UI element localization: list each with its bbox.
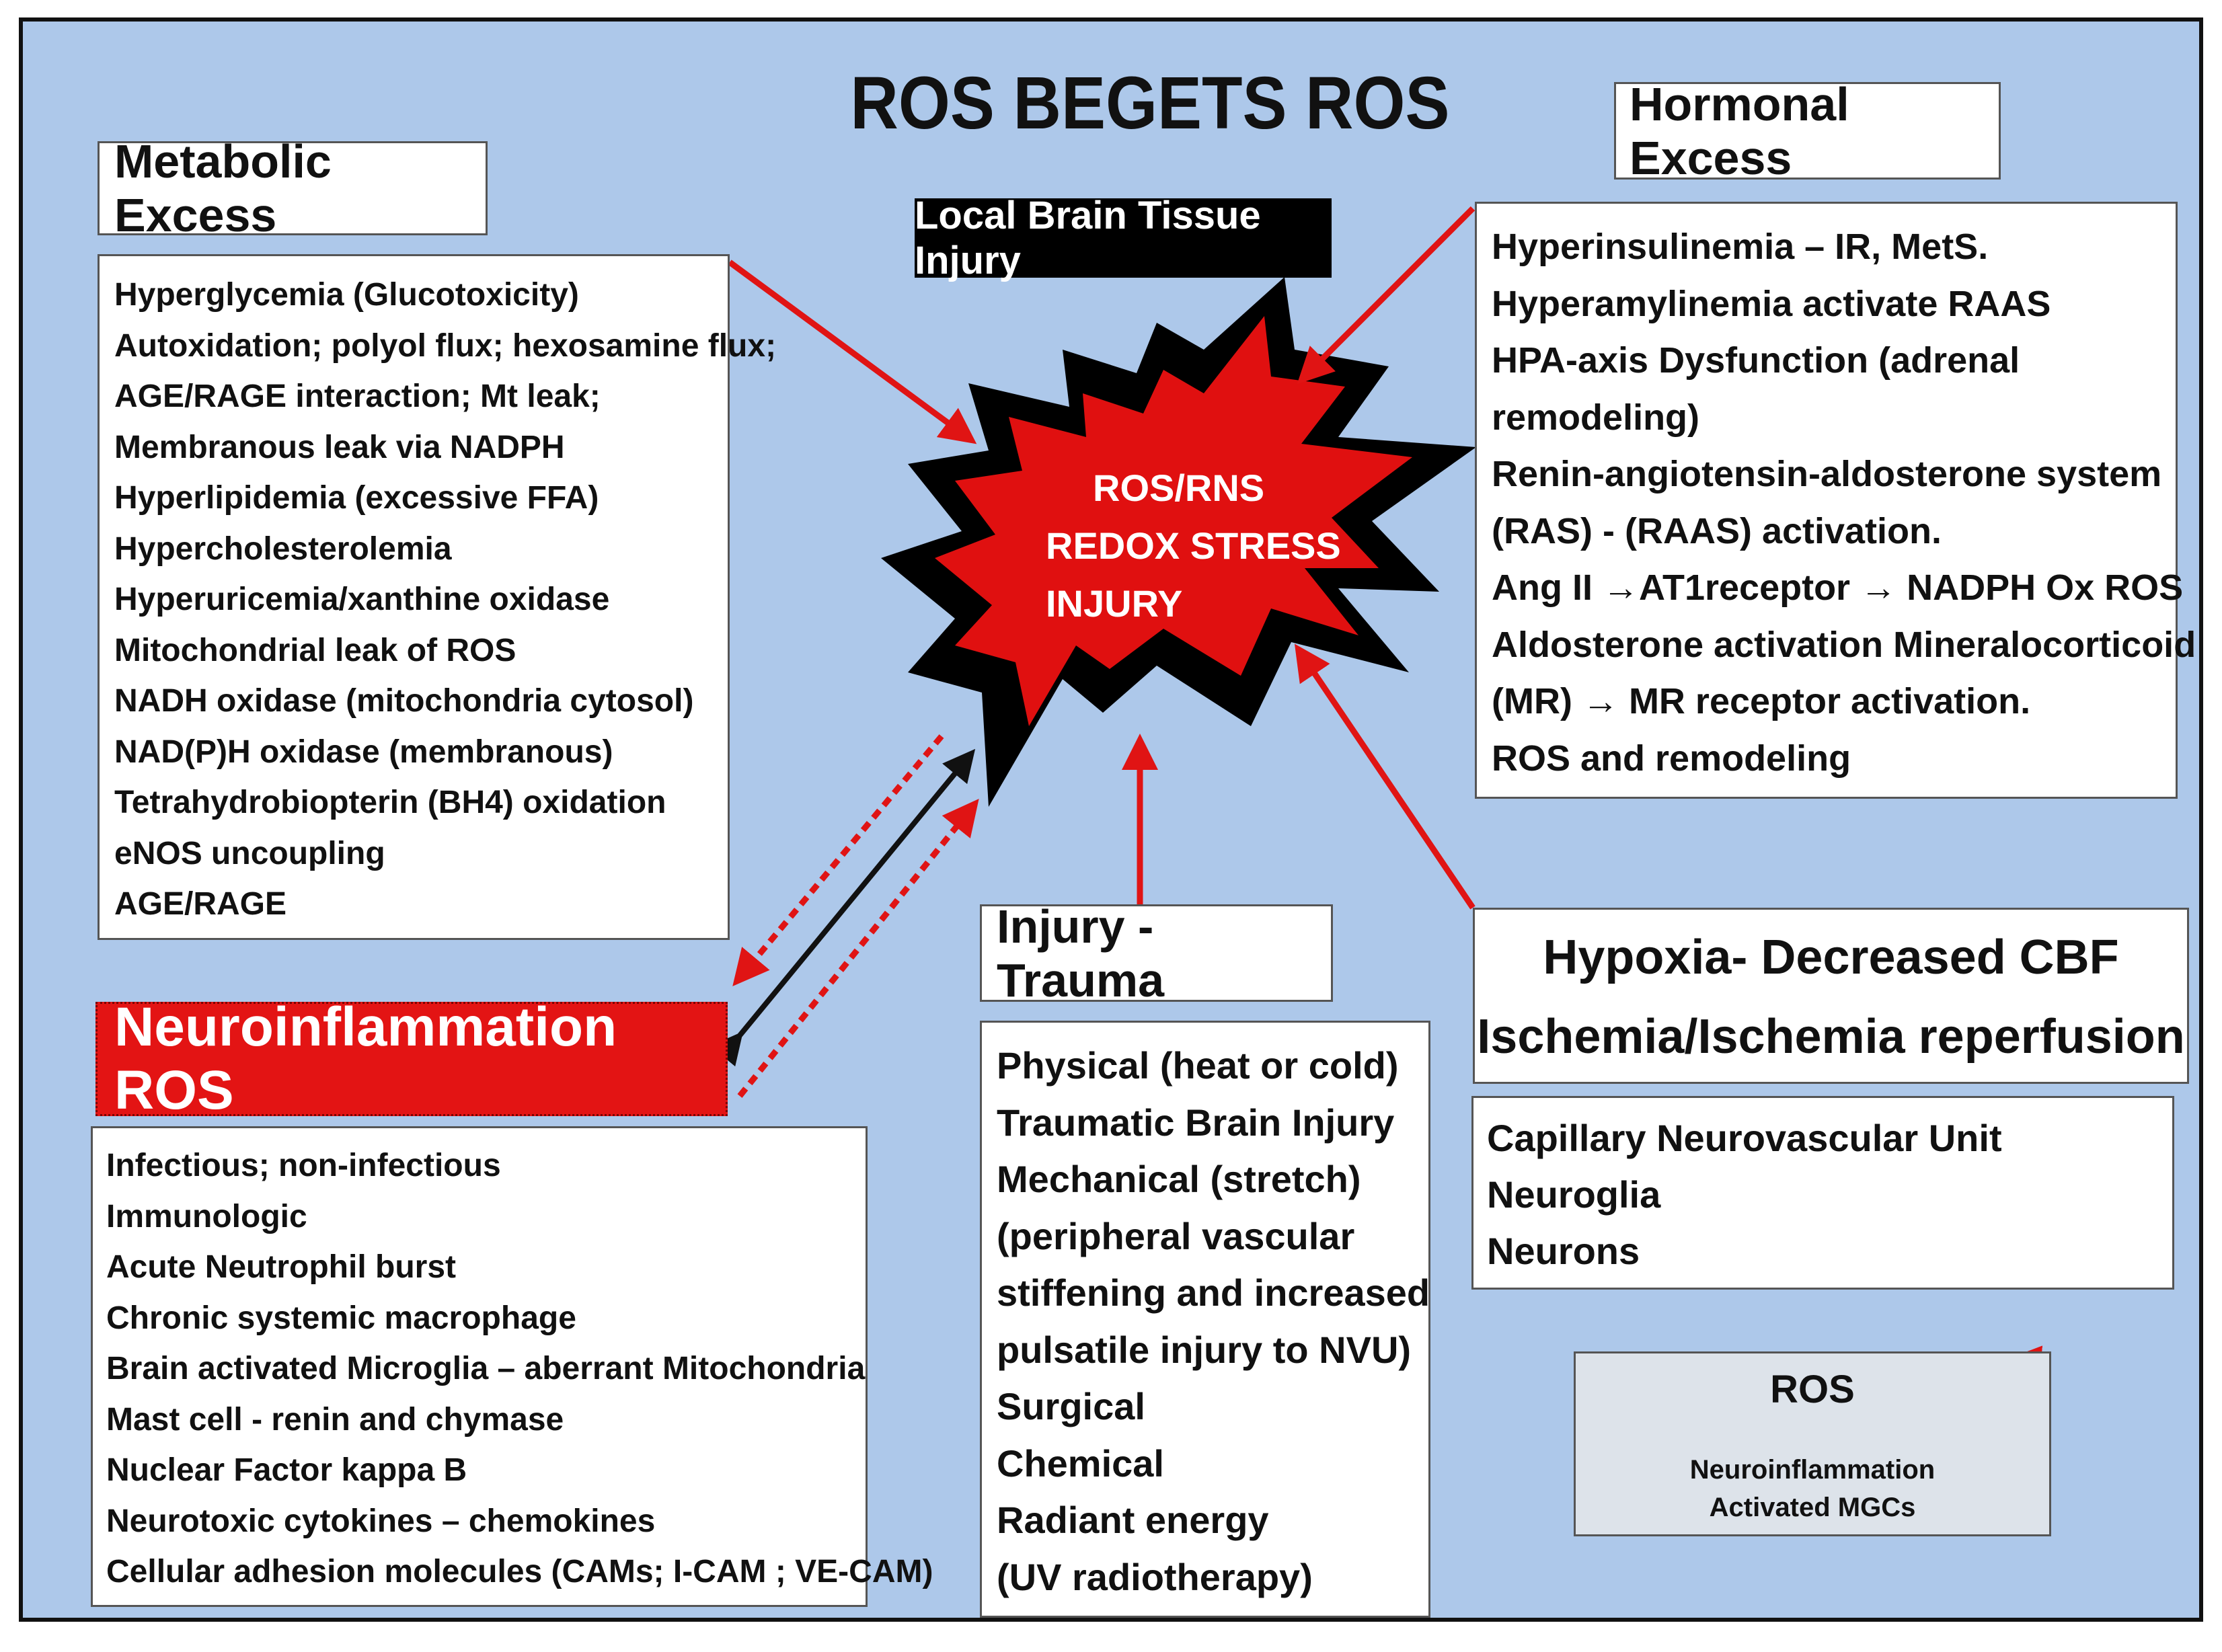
trauma-header: Injury - Trauma — [980, 900, 1333, 1007]
ros-cycle-sub-line: Activated MGCs — [1709, 1493, 1916, 1522]
hypoxia-item: Neurons — [1487, 1230, 1640, 1272]
hormonal-list-box: Hyperinsulinemia – IR, MetS. Hyperamyline… — [1475, 202, 2196, 799]
metabolic-item: AGE/RAGE — [114, 886, 287, 922]
arrow-metabolic — [728, 260, 977, 444]
burst-line: REDOX STRESS — [1046, 524, 1341, 567]
trauma-item: Surgical — [997, 1385, 1145, 1427]
metabolic-item: NADH oxidase (mitochondria cytosol) — [114, 683, 694, 719]
ros-cycle-sub-line: Neuroinflammation — [1689, 1455, 1936, 1485]
trauma-item: (UV radiotherapy) — [997, 1555, 1313, 1598]
hypoxia-item: Neuroglia — [1487, 1173, 1661, 1216]
metabolic-item: NAD(P)H oxidase (membranous) — [114, 734, 613, 770]
neuroinflammation-item: Brain activated Microglia – aberrant Mit… — [106, 1351, 866, 1386]
hormonal-item: HPA-axis Dysfunction (adrenal — [1492, 340, 2020, 381]
neuroinflammation-item: Cellular adhesion molecules (CAMs; I-CAM… — [106, 1554, 933, 1589]
metabolic-list-box: Hyperglycemia (Glucotoxicity) Autoxidatio… — [98, 254, 777, 940]
metabolic-item: Hyperlipidemia (excessive FFA) — [114, 480, 599, 516]
neuroinflammation-item: Acute Neutrophil burst — [106, 1249, 457, 1285]
trauma-item: Traumatic Brain Injury — [997, 1101, 1395, 1144]
metabolic-item: Hyperglycemia (Glucotoxicity) — [114, 277, 579, 313]
arrow-neuro-dotted-in — [737, 798, 979, 1098]
neuroinflammation-header: Neuroinflammation ROS — [95, 996, 728, 1121]
trauma-item: pulsatile injury to NVU) — [997, 1328, 1412, 1371]
neuroinflammation-header-text: Neuroinflammation ROS — [114, 996, 617, 1121]
trauma-item: Chemical — [997, 1442, 1164, 1485]
hormonal-item: Aldosterone activation Mineralocorticoid — [1492, 624, 2196, 665]
neuroinflammation-item: Nuclear Factor kappa B — [106, 1452, 467, 1488]
hormonal-item: Renin-angiotensin-aldosterone system — [1492, 454, 2162, 494]
metabolic-list: Hyperglycemia (Glucotoxicity) Autoxidatio… — [114, 270, 777, 930]
trauma-item: Physical (heat or cold) — [997, 1044, 1399, 1087]
trauma-item: Mechanical (stretch) — [997, 1158, 1361, 1200]
metabolic-item: Membranous leak via NADPH — [114, 429, 565, 465]
local-injury-label: Local Brain Tissue Injury — [915, 194, 1332, 282]
ros-cycle-sub: Neuroinflammation Activated MGCs — [1576, 1451, 2049, 1526]
burst-label: ROS/RNS REDOX STRESS INJURY — [1046, 459, 1341, 633]
hormonal-header: Hormonal Excess — [1614, 78, 2001, 184]
trauma-item: (peripheral vascular — [997, 1214, 1355, 1257]
trauma-header-text: Injury - Trauma — [997, 900, 1164, 1007]
page-title: ROS BEGETS ROS — [850, 62, 1450, 145]
trauma-list-box: Physical (heat or cold) Traumatic Brain … — [980, 1021, 1430, 1618]
trauma-list: Physical (heat or cold) Traumatic Brain … — [997, 1037, 1430, 1606]
metabolic-header-text: Metabolic Excess — [114, 135, 332, 241]
hypoxia-item: Capillary Neurovascular Unit — [1487, 1117, 2002, 1159]
hypoxia-header-line: Ischemia/Ischemia reperfusion — [1477, 1010, 2185, 1064]
metabolic-item: Hypercholesterolemia — [114, 530, 452, 567]
hormonal-item: (RAS) - (RAAS) activation. — [1492, 510, 1942, 551]
metabolic-header: Metabolic Excess — [98, 135, 488, 241]
hypoxia-header-line: Hypoxia- Decreased CBF — [1543, 931, 2119, 984]
trauma-item: Radiant energy — [997, 1499, 1269, 1541]
metabolic-item: Mitochondrial leak of ROS — [114, 632, 516, 668]
hormonal-item: ROS and remodeling — [1492, 738, 1851, 779]
hormonal-list: Hyperinsulinemia – IR, MetS. Hyperamyline… — [1492, 219, 2196, 787]
arrow-neuro-dotted-out — [732, 734, 944, 986]
neuroinflammation-item: Chronic systemic macrophage — [106, 1300, 576, 1336]
ros-cycle-inset: ROS Neuroinflammation Activated MGCs — [1574, 1351, 2051, 1536]
starburst-core — [935, 316, 1412, 726]
neuroinflammation-item: Neurotoxic cytokines – chemokines — [106, 1503, 656, 1539]
hormonal-item: Ang II →AT1receptor → NADPH Ox ROS — [1492, 567, 2184, 608]
neuroinflammation-item: Infectious; non-infectious — [106, 1148, 501, 1183]
hypoxia-header: Hypoxia- Decreased CBF Ischemia/Ischemia… — [1473, 908, 2189, 1084]
hormonal-item: Hyperamylinemia activate RAAS — [1492, 283, 2051, 324]
metabolic-item: AGE/RAGE interaction; Mt leak; — [114, 379, 601, 414]
ros-cycle-label: ROS — [1770, 1368, 1855, 1411]
burst-line: INJURY — [1046, 582, 1183, 625]
arrow-hormonal — [1297, 206, 1476, 385]
neuroinflammation-item: Mast cell - renin and chymase — [106, 1401, 564, 1438]
hormonal-header-text: Hormonal Excess — [1630, 77, 1849, 184]
arrow-hypoxia — [1294, 643, 1476, 910]
metabolic-item: eNOS uncoupling — [114, 835, 385, 871]
metabolic-item: Hyperuricemia/xanthine oxidase — [114, 582, 610, 617]
metabolic-item: Tetrahydrobiopterin (BH4) oxidation — [114, 785, 666, 820]
hormonal-item: Hyperinsulinemia – IR, MetS. — [1492, 227, 1989, 267]
trauma-item: stiffening and increased — [997, 1271, 1430, 1314]
burst-line: ROS/RNS — [1093, 467, 1265, 509]
metabolic-item: Autoxidation; polyol flux; hexosamine fl… — [114, 327, 777, 364]
hormonal-item: remodeling) — [1492, 397, 1700, 438]
arrow-neuro-black — [710, 748, 976, 1067]
hormonal-item: (MR) → MR receptor activation. — [1492, 681, 2031, 721]
neuroinflammation-item: Immunologic — [106, 1198, 307, 1234]
